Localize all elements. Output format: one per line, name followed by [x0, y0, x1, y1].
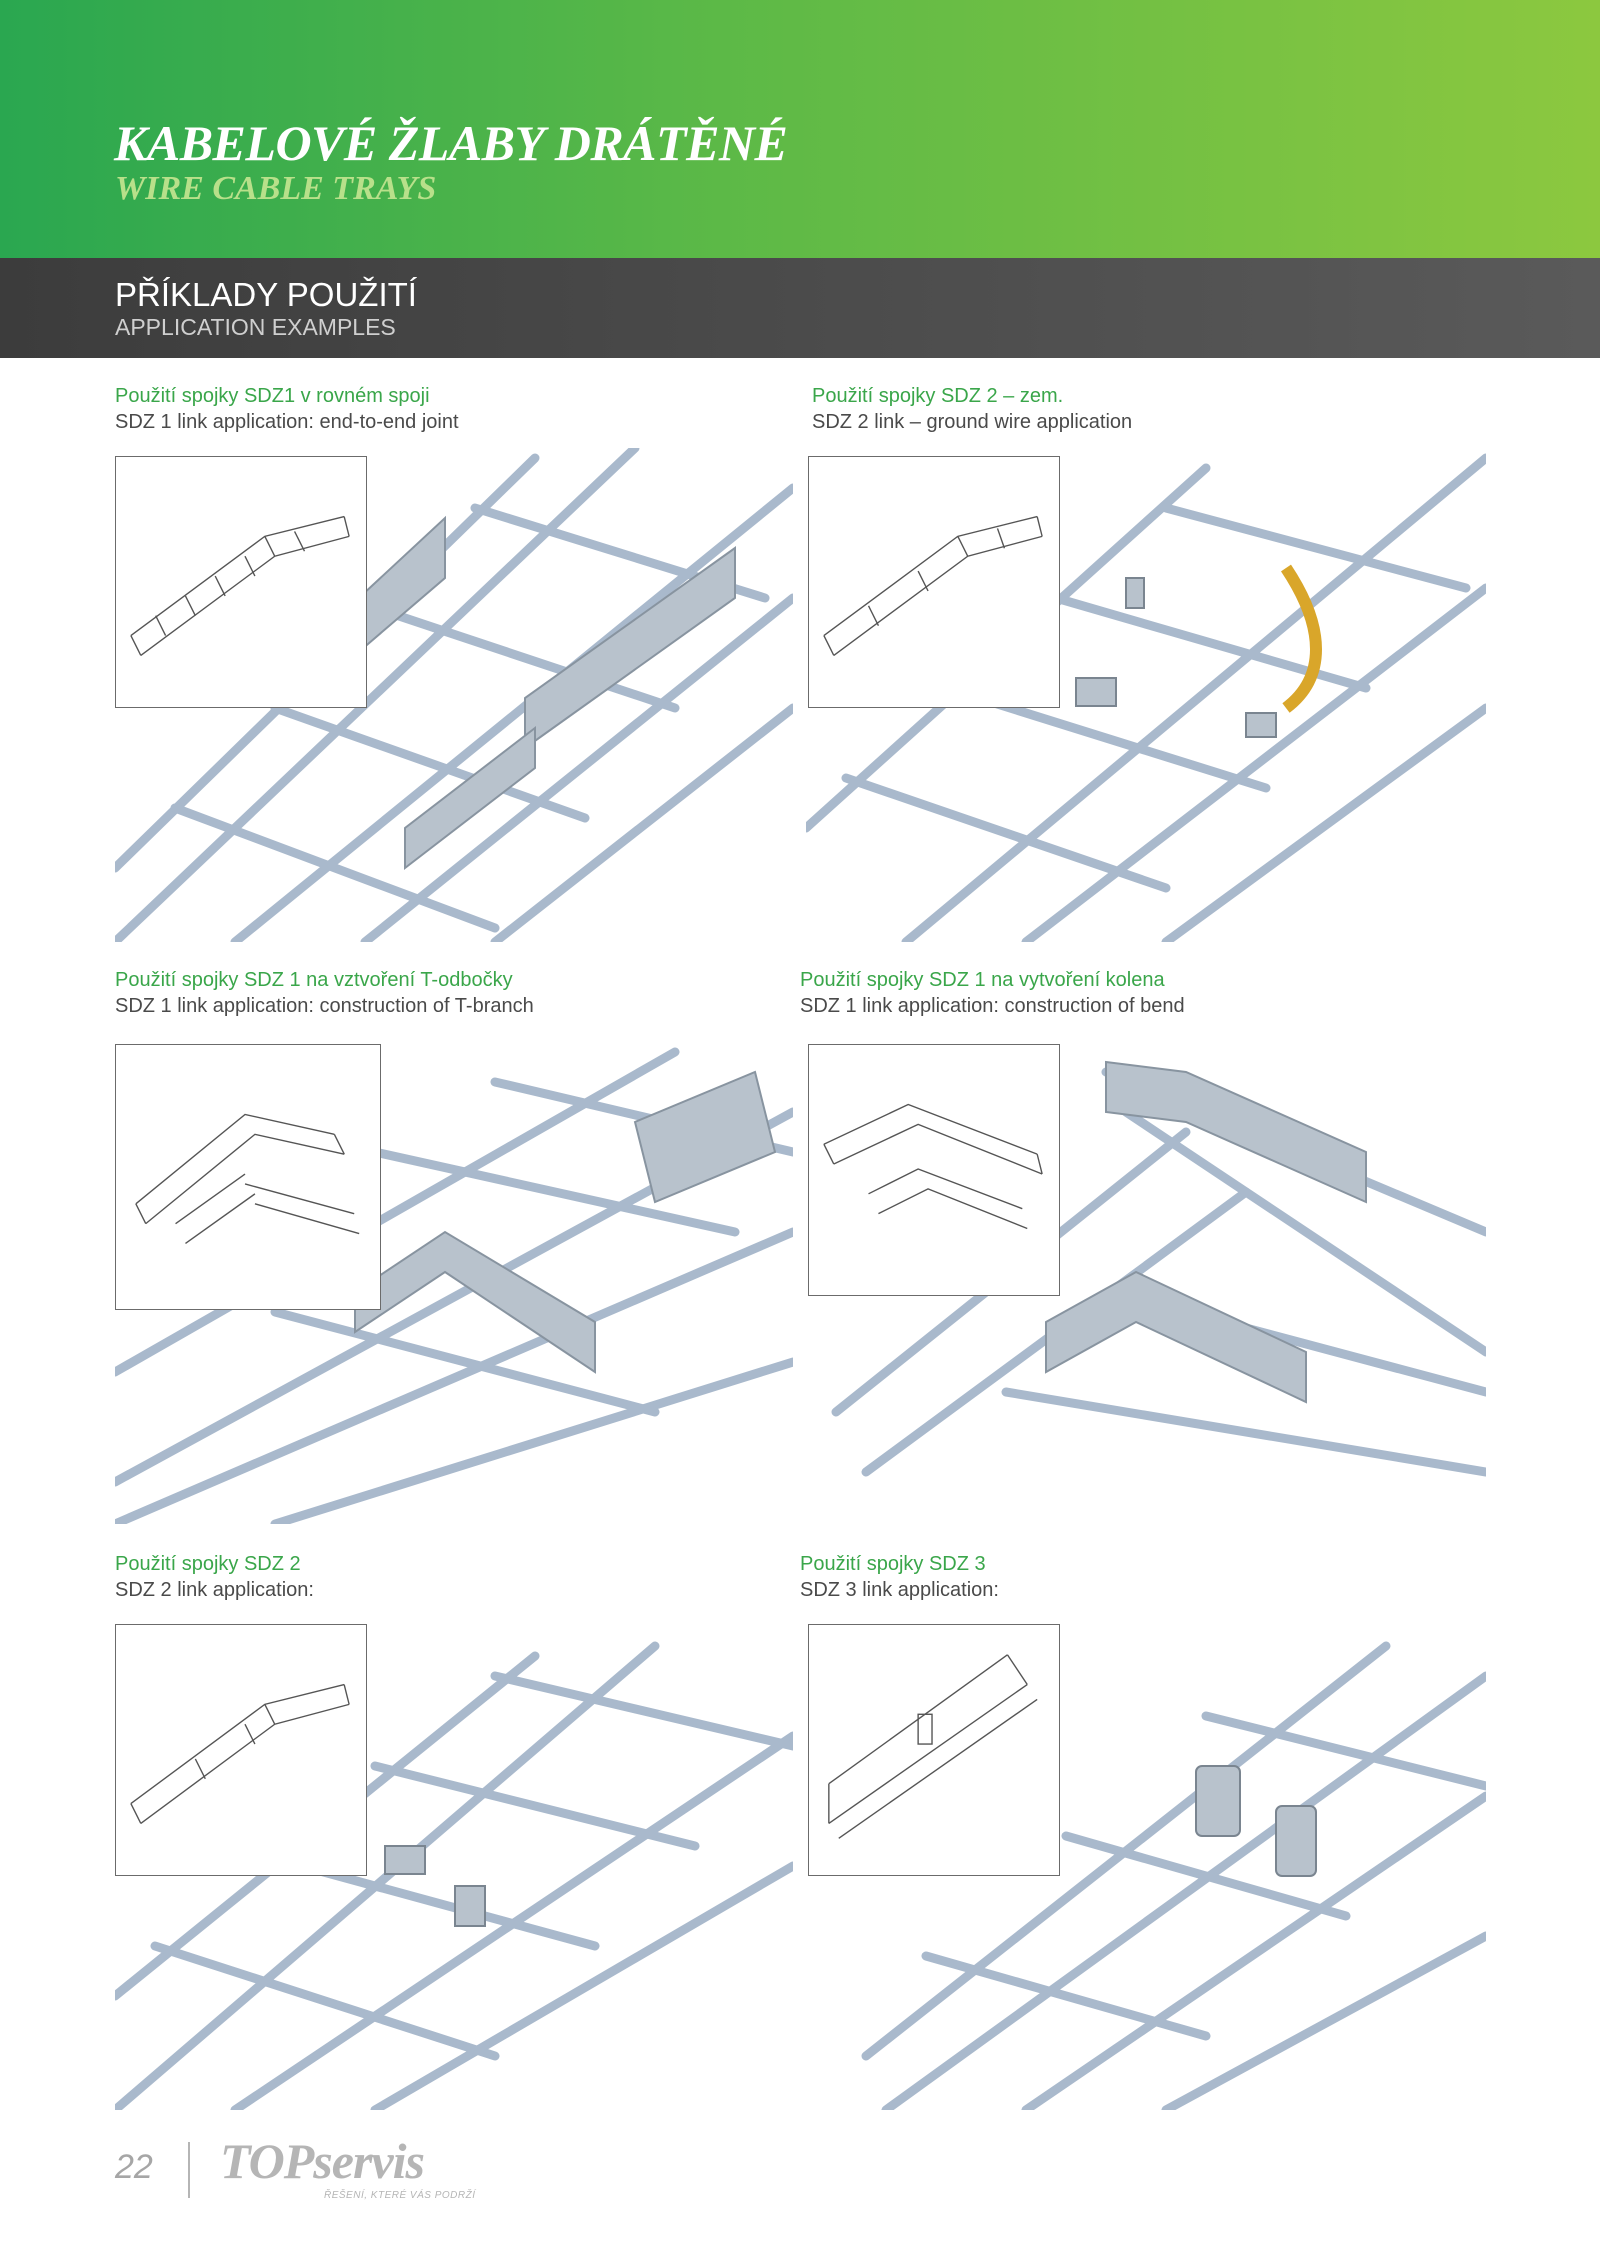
footer-divider [188, 2142, 190, 2198]
section-bar [0, 258, 1600, 358]
example-6-caption-en: SDZ 3 link application: [800, 1579, 999, 1601]
example-4-photo [806, 1032, 1486, 1524]
example-6-caption-cz: Použití spojky SDZ 3 [800, 1553, 986, 1575]
example-1-caption-cz: Použití spojky SDZ1 v rovném spoji [115, 385, 430, 407]
example-5-caption-cz: Použití spojky SDZ 2 [115, 1553, 301, 1575]
example-3-photo [115, 1032, 793, 1524]
example-4-caption-cz: Použití spojky SDZ 1 na vytvoření kolena [800, 969, 1165, 991]
example-5-caption-en: SDZ 2 link application: [115, 1579, 314, 1601]
brand-logo: TOPservis [220, 2133, 425, 2189]
section-title: PŘÍKLADY POUŽITÍ [115, 276, 417, 313]
example-6-photo [806, 1616, 1486, 2110]
example-5-inset [115, 1624, 367, 1876]
page-number: 22 [115, 2148, 153, 2186]
example-3-caption-en: SDZ 1 link application: construction of … [115, 995, 534, 1017]
header-banner [0, 0, 1600, 258]
example-2-caption-cz: Použití spojky SDZ 2 – zem. [812, 385, 1064, 407]
example-1-photo [115, 448, 793, 942]
example-3-inset [115, 1044, 381, 1310]
page-title: KABELOVÉ ŽLABY DRÁTĚNÉ [114, 115, 788, 171]
example-4-caption-en: SDZ 1 link application: construction of … [800, 995, 1185, 1017]
example-2-caption-en: SDZ 2 link – ground wire application [812, 411, 1133, 433]
example-5-photo [115, 1616, 793, 2110]
example-1-inset [115, 456, 367, 708]
example-6-inset [808, 1624, 1060, 1876]
section-subtitle: APPLICATION EXAMPLES [115, 314, 396, 340]
example-2-inset [808, 456, 1060, 708]
example-4-inset [808, 1044, 1060, 1296]
brand-tagline: ŘEŠENÍ, KTERÉ VÁS PODRŽÍ [324, 2190, 476, 2201]
example-1-caption-en: SDZ 1 link application: end-to-end joint [115, 411, 459, 433]
example-2-photo [806, 448, 1486, 942]
example-3-caption-cz: Použití spojky SDZ 1 na vztvoření T-odbo… [115, 969, 513, 991]
page-subtitle: WIRE CABLE TRAYS [115, 170, 437, 207]
